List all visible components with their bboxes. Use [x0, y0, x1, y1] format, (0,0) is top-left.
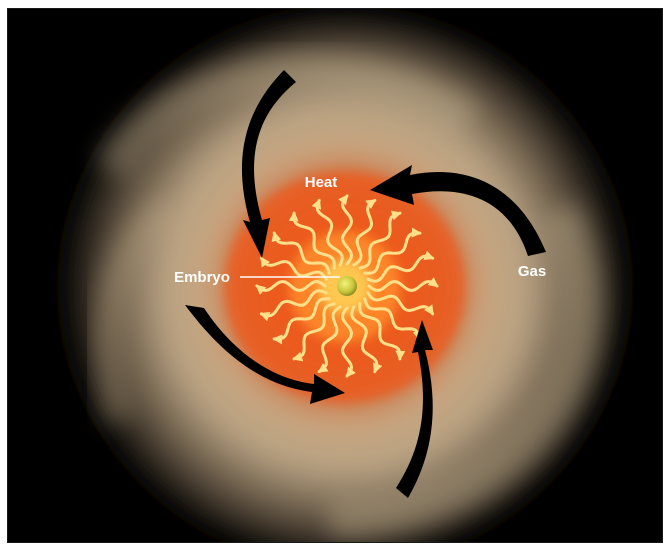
gas-label: Gas	[518, 263, 546, 280]
embryo-planet	[337, 276, 357, 296]
heat-label: Heat	[305, 174, 338, 191]
embryo-label: Embryo	[174, 269, 230, 286]
